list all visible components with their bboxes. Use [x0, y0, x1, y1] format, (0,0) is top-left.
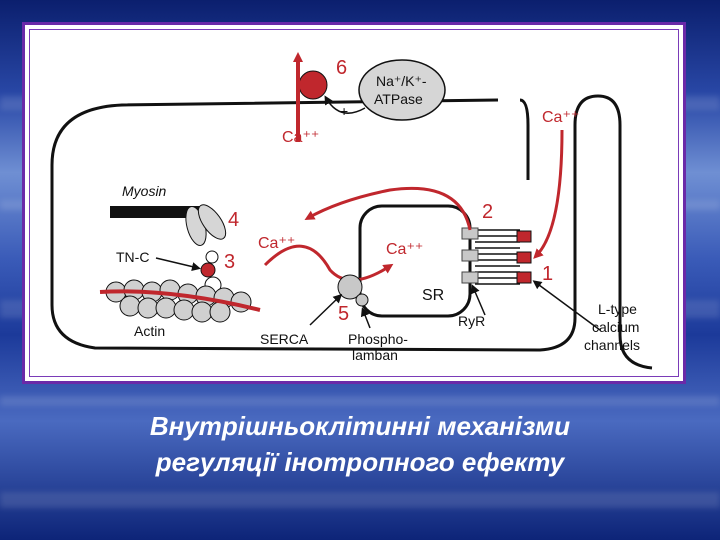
label-ryr: RyR — [458, 313, 485, 329]
tropomyosin-strand — [99, 289, 261, 312]
label-actin: Actin — [134, 323, 165, 339]
caption-line-1: Внутрішньоклітинні механізми — [149, 411, 571, 441]
label-ca-top: Ca⁺⁺ — [282, 129, 319, 146]
na-k-atpase — [358, 59, 446, 121]
myosin-head-2 — [197, 204, 227, 240]
ryr-box-bot — [461, 271, 479, 284]
cell-membrane — [50, 94, 653, 370]
diagram-inner-border: 6 Na⁺/K⁺- ATPase + Ca⁺⁺ Ca⁺⁺ 2 1 Myosin … — [29, 29, 679, 377]
l-type-channel-top — [516, 230, 532, 243]
sarcoplasmic-reticulum — [358, 204, 472, 318]
l-type-pointer — [532, 280, 601, 331]
ca-influx-arrow — [533, 129, 564, 259]
cardiomyocyte-diagram: 6 Na⁺/K⁺- ATPase + Ca⁺⁺ Ca⁺⁺ 2 1 Myosin … — [50, 52, 653, 370]
label-sr: SR — [422, 287, 444, 304]
label-num-3: 3 — [224, 251, 235, 273]
label-num-5: 5 — [338, 303, 349, 325]
label-phospholamban-2: lamban — [352, 347, 398, 363]
label-myosin: Myosin — [122, 183, 167, 199]
label-ltype-3: channels — [584, 337, 640, 353]
l-type-channel-mid — [516, 251, 532, 264]
phospholamban — [355, 293, 369, 307]
label-num-1: 1 — [542, 263, 553, 285]
ca-efflux-exchanger — [298, 70, 328, 100]
l-type-channel-bot — [516, 271, 532, 284]
label-phospholamban-1: Phospho- — [348, 331, 408, 347]
tnc-pointer — [155, 257, 201, 271]
ryr-box-mid — [461, 249, 479, 262]
atpase-coupling-arrow — [324, 95, 366, 114]
diagram-panel: 6 Na⁺/K⁺- ATPase + Ca⁺⁺ Ca⁺⁺ 2 1 Myosin … — [22, 22, 686, 384]
label-ltype-1: L-type — [598, 301, 637, 317]
label-serca: SERCA — [260, 331, 309, 347]
serca-pointer — [309, 293, 343, 326]
serca-pump — [337, 274, 363, 300]
caption-line-2: регуляції інотропного ефекту — [155, 447, 565, 477]
membrane-segment-top — [519, 98, 530, 180]
ryr-pointer — [471, 284, 486, 316]
tnc-ca-bound — [200, 262, 216, 278]
label-num-4: 4 — [228, 209, 239, 231]
ca-uptake-arrow — [263, 244, 394, 282]
slide-caption: Внутрішньоклітинні механізми регуляції і… — [0, 408, 720, 480]
label-ca-sr: Ca⁺⁺ — [386, 241, 423, 258]
actin-filament — [105, 279, 252, 323]
label-ca-left: Ca⁺⁺ — [258, 235, 295, 252]
ryr-channel-lines — [475, 229, 520, 285]
label-num-2: 2 — [482, 201, 493, 223]
label-num-6: 6 — [336, 57, 347, 79]
label-plus: + — [340, 103, 348, 119]
tnc-small-ball — [205, 250, 219, 264]
myosin-filament — [110, 206, 200, 218]
label-tnc: TN-C — [116, 249, 149, 265]
label-ltype-2: calcium — [592, 319, 639, 335]
label-ca-right: Ca⁺⁺ — [542, 109, 579, 126]
ca-release-arrow — [304, 186, 472, 231]
label-atpase-2: ATPase — [374, 91, 423, 107]
phospholamban-pointer — [360, 307, 371, 329]
label-atpase-1: Na⁺/K⁺- — [376, 73, 427, 89]
